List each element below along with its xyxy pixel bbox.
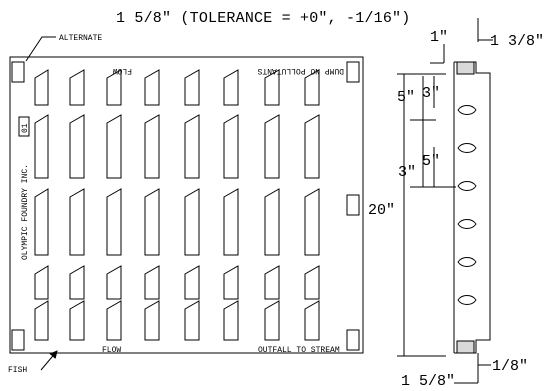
dimension-five-a: 5" [397, 89, 415, 106]
top-right-bracket [346, 61, 360, 83]
dimension-one-inch: 1" [430, 29, 448, 46]
flow-bottom-label: FLOW [102, 346, 121, 355]
slot-column-7 [264, 69, 280, 341]
side-ovals [457, 105, 477, 305]
dimension-five-b: 5" [422, 153, 440, 170]
middle-right-bracket [346, 194, 360, 216]
dimension-lines [397, 18, 493, 384]
bottom-hatched-flange [456, 340, 475, 354]
slot-column-5 [184, 69, 200, 341]
dimension-twenty-inches: 20" [368, 202, 395, 219]
pump-notice-label: DUMP NO POLLUTANTS [257, 66, 344, 75]
slot-column-2 [69, 69, 85, 341]
outfall-label: OUTFALL TO STREAM [258, 346, 340, 355]
top-left-bracket [11, 61, 25, 83]
slot-column-4 [144, 69, 160, 341]
alternate-leader-line [25, 36, 56, 62]
dimension-one-eighth: 1/8" [492, 358, 528, 375]
section-profile [454, 61, 491, 354]
slot-column-6 [223, 69, 239, 341]
code-box [18, 116, 30, 137]
front-grate-view: ALTERNATE FISH FLOW DUMP NO POLLUTANTS F… [8, 34, 364, 375]
top-dimension-note: 1 5/8" (TOLERANCE = +0", -1/16") [116, 10, 410, 27]
fish-label: FISH [8, 366, 27, 375]
dimension-one-three-eighths: 1 3/8" [490, 33, 544, 50]
slot-grid [34, 69, 320, 341]
grate-outline [9, 56, 364, 354]
slot-column-8 [304, 69, 320, 341]
manufacturer-label: OLYMPIC FOUNDRY INC. [21, 164, 30, 260]
code-label: 01 [21, 123, 30, 133]
dimension-three-a: 3" [422, 85, 440, 102]
top-hatched-flange [456, 61, 475, 75]
bottom-right-bracket [346, 329, 360, 351]
slot-column-1 [34, 69, 49, 341]
fish-leader-line [40, 350, 58, 371]
bottom-left-bracket [11, 329, 25, 351]
alternate-label: ALTERNATE [59, 34, 102, 43]
flow-top-label: FLOW [113, 66, 132, 75]
slot-column-3 [106, 69, 122, 341]
dimension-bottom-width: 1 5/8" [401, 373, 455, 390]
dimension-three-b: 3" [398, 164, 416, 181]
side-section-view: 1" 1 3/8" 5" 3" 3" 5" 20" 1/8" 1 5/8" [368, 18, 544, 390]
